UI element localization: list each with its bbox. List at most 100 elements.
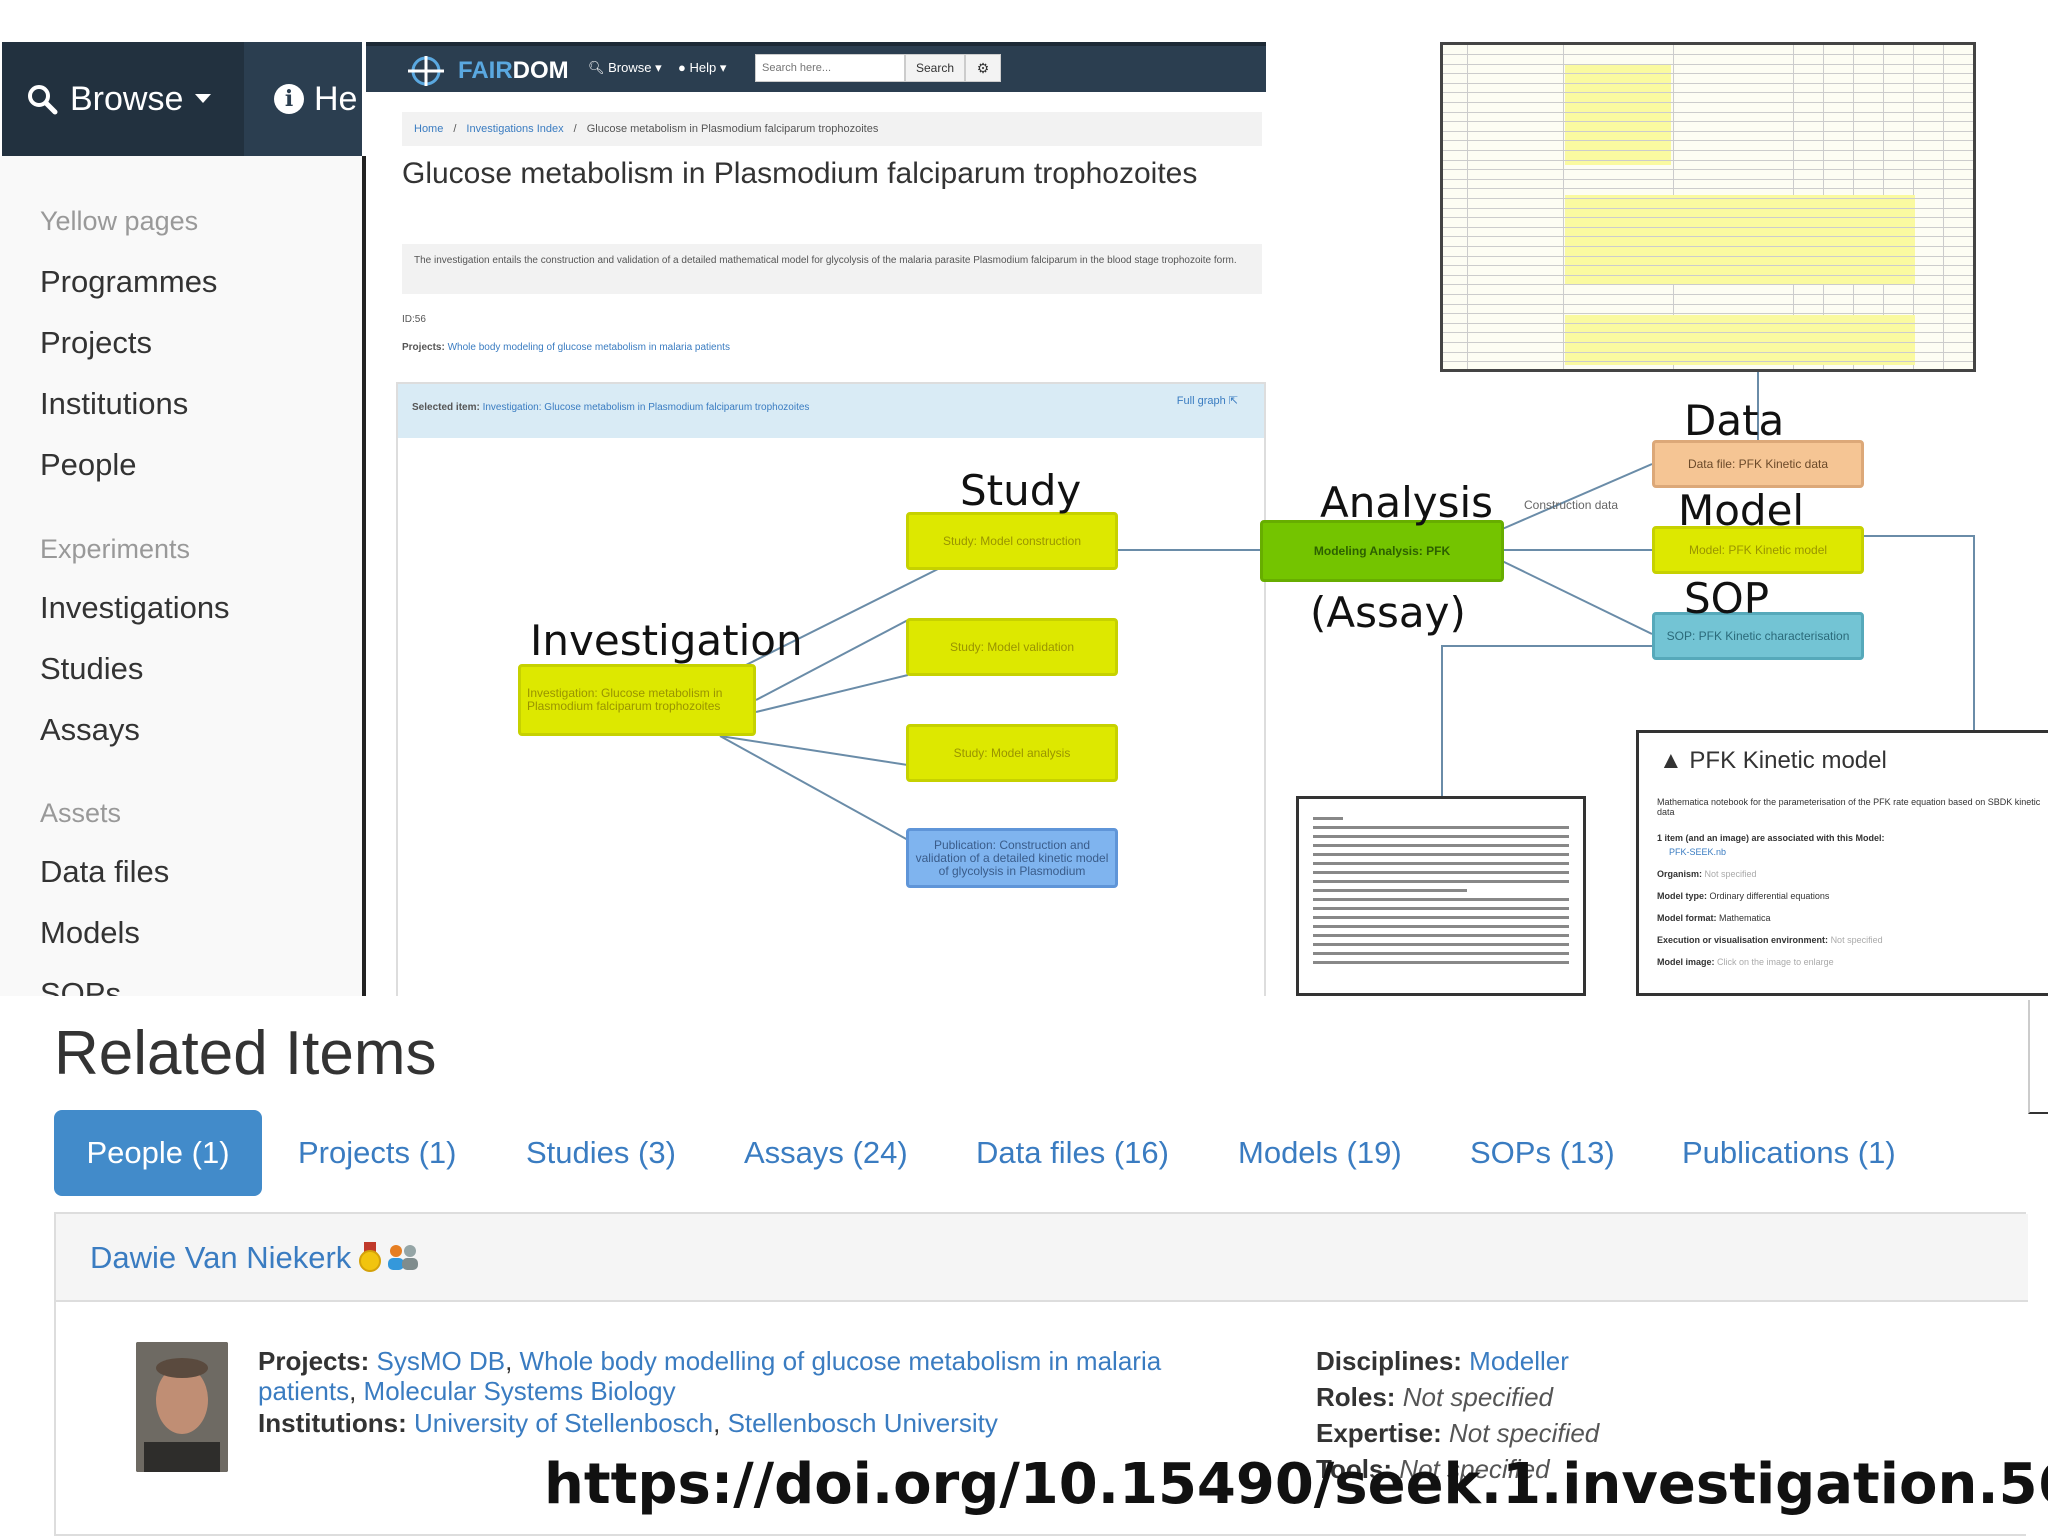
sidebar-heading-assets: Assets [40,798,122,828]
sidebar-item-projects[interactable]: Projects [40,325,152,360]
project-link-msb[interactable]: Molecular Systems Biology [363,1376,676,1406]
gear-icon[interactable]: ⚙ [965,54,1001,82]
graph-node-data-file[interactable]: Data file: PFK Kinetic data [1652,440,1864,488]
selected-item-link[interactable]: Investigation: Glucose metabolism in Pla… [482,402,810,413]
fairdom-logo[interactable]: FAIRDOM [402,54,569,88]
seek-navbar: FAIRDOM 🔍︎ Browse ▾ ● Help ▾ Search ⚙ [366,46,1266,92]
seek-search-button[interactable]: Search [905,54,965,82]
help-menu-button[interactable]: i He [274,42,362,156]
model-type-value: Ordinary differential equations [1709,891,1830,901]
seek-help-menu[interactable]: ● Help ▾ [678,60,727,75]
related-items-heading: Related Items [54,1019,437,1088]
label-data: Data [1684,396,1785,445]
sidebar-item-investigations[interactable]: Investigations [40,590,230,625]
full-graph-label: Full graph [1176,395,1226,407]
person-name-link[interactable]: Dawie Van Niekerk [90,1240,352,1275]
seek-browse-menu[interactable]: 🔍︎ Browse ▾ [588,60,662,75]
sidebar: Yellow pages Programmes Projects Institu… [0,156,364,996]
tab-data-files[interactable]: Data files (16) [976,1135,1169,1170]
model-associated: 1 item (and an image) are associated wit… [1657,833,1885,843]
sheet-row [1443,285,1973,295]
graph-node-model[interactable]: Model: PFK Kinetic model [1652,526,1864,574]
model-title-text: PFK Kinetic model [1689,747,1887,774]
graph-node-study-validation[interactable]: Study: Model validation [906,618,1118,676]
panel-divider [362,156,366,996]
person-roles: Roles: Not specified [1316,1382,1553,1412]
person-institutions-label: Institutions: [258,1408,407,1438]
sheet-row [1443,112,1973,123]
disciplines-value[interactable]: Modeller [1469,1346,1569,1376]
breadcrumb: Home/ Investigations Index/ Glucose meta… [402,112,1262,146]
person-projects: Projects: SysMO DB, Whole body modelling… [258,1346,1162,1406]
model-file-link[interactable]: PFK-SEEK.nb [1669,847,1727,857]
graph-node-study-construction[interactable]: Study: Model construction [906,512,1118,570]
sheet-row [1443,362,1973,369]
tab-studies[interactable]: Studies (3) [526,1135,676,1170]
sheet-row [1443,199,1973,209]
institution-link-1[interactable]: University of Stellenbosch [414,1408,714,1438]
sheet-row [1443,323,1973,334]
model-details-panel: ▲ PFK Kinetic model Mathematica notebook… [1636,730,2048,996]
sidebar-item-studies[interactable]: Studies [40,651,144,686]
person-expertise: Expertise: Not specified [1316,1418,1599,1448]
sidebar-item-models[interactable]: Models [40,915,140,950]
sheet-row [1443,237,1973,247]
graph-node-investigation[interactable]: Investigation: Glucose metabolism in Pla… [518,664,756,736]
model-image-value: Click on the image to enlarge [1717,957,1834,967]
tab-models[interactable]: Models (19) [1238,1135,1402,1170]
sidebar-item-data-files[interactable]: Data files [40,854,170,889]
sheet-row [1443,314,1973,324]
tab-people[interactable]: People (1) [54,1110,262,1196]
seek-search-input[interactable] [755,54,905,82]
project-link-whole-body[interactable]: Whole body modelling of glucose metaboli… [258,1346,1162,1406]
medal-icon [359,1242,381,1272]
browse-menu-button[interactable]: Browse [2,42,244,156]
sheet-row [1443,208,1973,219]
investigation-description: The investigation entails the constructi… [402,244,1262,294]
model-format-value: Mathematica [1719,913,1771,923]
breadcrumb-current: Glucose metabolism in Plasmodium falcipa… [586,123,879,135]
model-summary: Mathematica notebook for the parameteris… [1657,797,2041,817]
sheet-row [1443,304,1973,315]
graph-node-assay[interactable]: Modeling Analysis: PFK [1260,520,1504,582]
sidebar-item-programmes[interactable]: Programmes [40,264,218,299]
sheet-row [1443,83,1973,94]
sheet-row [1443,343,1973,353]
roles-label: Roles: [1316,1382,1396,1412]
selected-item-label: Selected item: [412,402,480,413]
sidebar-item-people[interactable]: People [40,447,137,482]
sheet-row [1443,45,1973,55]
project-link-sysmo[interactable]: SysMO DB [376,1346,506,1376]
tab-projects[interactable]: Projects (1) [298,1135,457,1170]
full-graph-link[interactable]: Full graph ⇱ [1176,395,1238,407]
sidebar-item-sops[interactable]: SOPs [40,976,121,996]
group-icon [388,1245,418,1270]
sheet-row [1443,227,1973,238]
sheet-row [1443,122,1973,132]
tab-assays[interactable]: Assays (24) [744,1135,908,1170]
tools-label: Tools: [1316,1454,1393,1484]
tab-publications[interactable]: Publications (1) [1682,1135,1896,1170]
breadcrumb-home[interactable]: Home [414,123,444,135]
info-icon: i [274,84,304,114]
sheet-row [1443,141,1973,151]
organism-label: Organism: [1657,869,1703,879]
sidebar-item-institutions[interactable]: Institutions [40,386,189,421]
graph-node-publication[interactable]: Publication: Construction and validation… [906,828,1118,888]
tab-sops[interactable]: SOPs (13) [1470,1135,1615,1170]
caret-down-icon [195,94,212,103]
sidebar-item-assays[interactable]: Assays [40,712,140,747]
doi-link[interactable]: https://doi.org/10.15490/seek.1.investig… [544,1452,2048,1517]
person-tools: Tools: Not specified [1316,1454,1550,1484]
top-navbar: Browse i He [2,42,362,156]
projects-link[interactable]: Whole body modeling of glucose metabolis… [447,342,730,353]
label-assay: (Assay) [1310,588,1466,637]
graph-node-sop[interactable]: SOP: PFK Kinetic characterisation [1652,612,1864,660]
institution-link-2[interactable]: Stellenbosch University [727,1408,998,1438]
breadcrumb-investigations[interactable]: Investigations Index [466,123,564,135]
graph-node-study-analysis[interactable]: Study: Model analysis [906,724,1118,782]
sheet-row [1443,131,1973,142]
scrollbar[interactable] [2028,1000,2048,1114]
seek-investigation-page: FAIRDOM 🔍︎ Browse ▾ ● Help ▾ Search ⚙ Ho… [366,42,1266,1000]
person-card-header: Dawie Van Niekerk [56,1214,2028,1302]
